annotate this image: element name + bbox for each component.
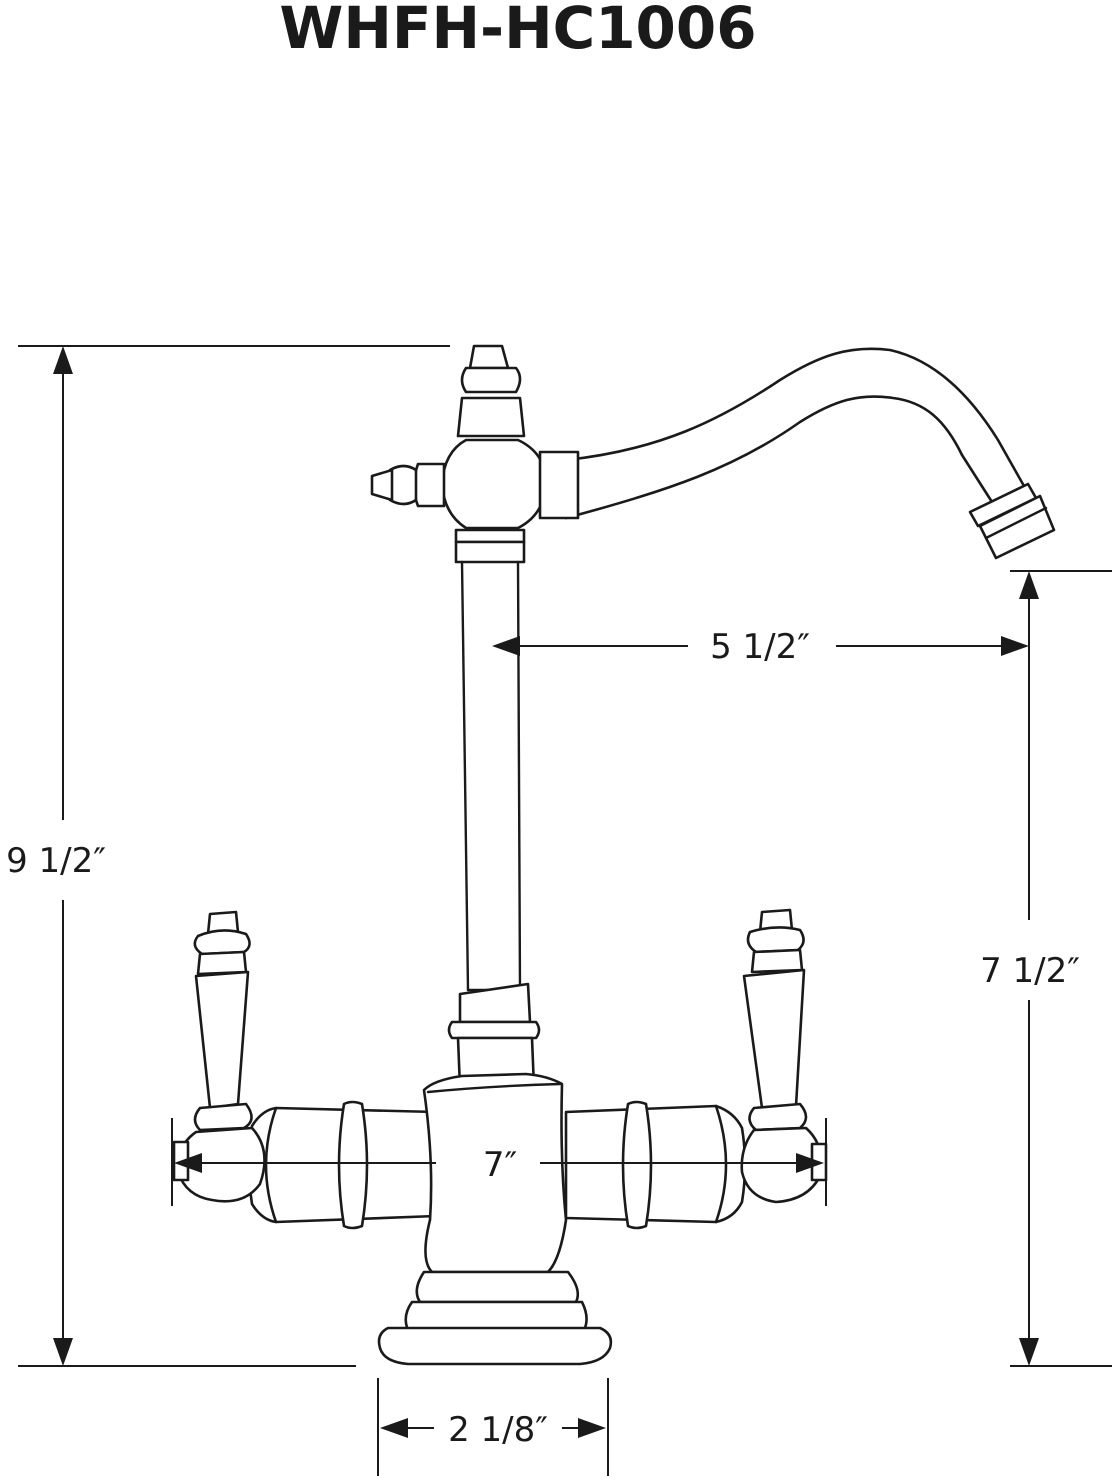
arrowhead-up [53, 346, 73, 374]
spout-reach-label: 5 1/2″ [710, 627, 810, 667]
faucet-base [377, 1326, 613, 1366]
arrowhead-right [796, 1153, 824, 1173]
arrowhead-left [492, 636, 520, 656]
dimension-spout-height: 7 1/2″ [980, 570, 1112, 1367]
overall-height-label: 9 1/2″ [6, 841, 106, 881]
neck-collar [447, 982, 541, 1090]
arrowhead-up [1019, 571, 1039, 599]
spout-height-label: 7 1/2″ [980, 951, 1080, 991]
arrowhead-right [578, 1418, 606, 1438]
arrowhead-left [174, 1153, 202, 1173]
right-handle [740, 908, 828, 1204]
arrowhead-left [380, 1418, 408, 1438]
arrowhead-down [1019, 1338, 1039, 1366]
dimension-spout-reach: 5 1/2″ [492, 627, 1029, 667]
dimension-base-diameter: 2 1/8″ [377, 1378, 609, 1476]
spout [564, 347, 1056, 560]
center-body [404, 1072, 588, 1332]
left-barrel [247, 1100, 438, 1230]
right-barrel [564, 1100, 747, 1230]
handle-span-label: 7″ [483, 1145, 517, 1185]
left-handle [172, 910, 266, 1203]
arrowhead-right [1001, 636, 1029, 656]
base-diameter-label: 2 1/8″ [448, 1410, 548, 1450]
riser-tube [460, 560, 522, 992]
arrowhead-down [53, 1338, 73, 1366]
top-cross-body [370, 344, 580, 564]
dimension-handle-span: 7″ [171, 1118, 827, 1206]
model-title: WHFH-HC1006 [279, 0, 756, 62]
dimension-overall-height: 9 1/2″ [6, 345, 450, 1367]
faucet-drawing [172, 344, 1056, 1366]
